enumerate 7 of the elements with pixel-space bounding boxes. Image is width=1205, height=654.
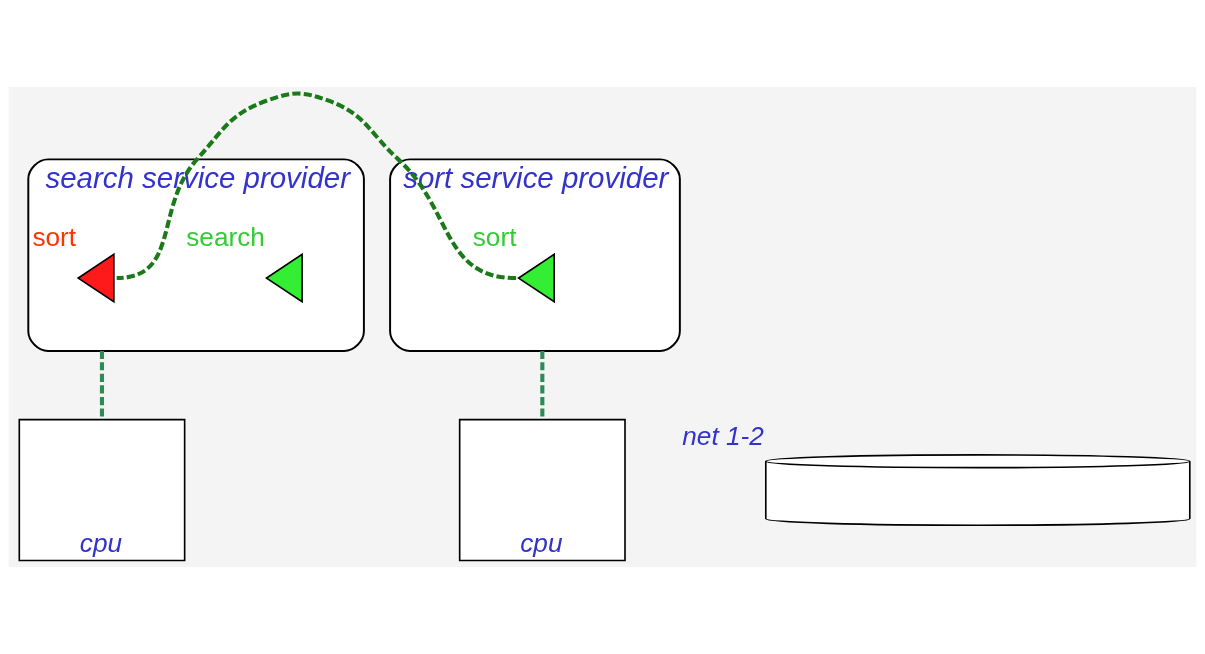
node-label: search bbox=[186, 221, 265, 252]
node-box: cpu bbox=[458, 418, 626, 562]
node-box: cpu bbox=[18, 418, 186, 562]
connector bbox=[116, 91, 517, 281]
node-label: sort bbox=[472, 221, 517, 252]
node-label: sort bbox=[32, 221, 77, 252]
node-label: net 1-2 bbox=[682, 420, 764, 451]
